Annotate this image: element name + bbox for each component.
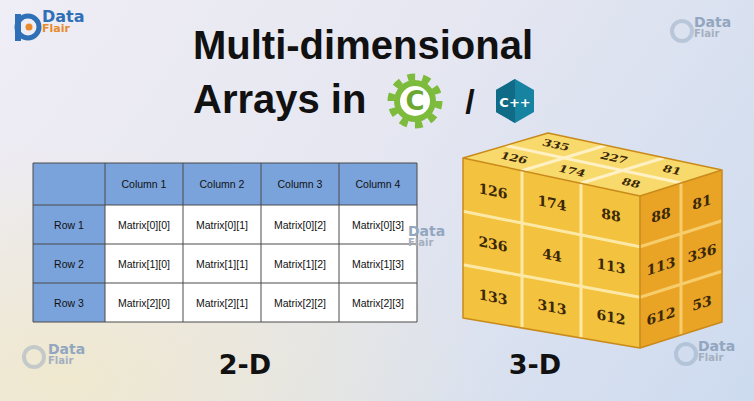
table-cell: Matrix[0][0] — [118, 219, 170, 231]
matrix-table — [33, 163, 417, 322]
cube-side-grid — [640, 183, 722, 335]
hexagon — [496, 79, 534, 123]
watermark: Data Flair — [408, 226, 445, 248]
table-cell: Matrix[1][3] — [352, 258, 404, 270]
header-column — [33, 205, 105, 322]
cube-value: 88 — [601, 205, 620, 225]
cube-top-grid — [506, 145, 682, 183]
page-title: Multi-dimensional Arrays in — [193, 18, 553, 126]
cube-value: 113 — [596, 255, 625, 277]
watermark-icon — [676, 344, 696, 364]
cube-edges — [463, 133, 722, 348]
cube-side — [640, 170, 722, 348]
table-cell: Matrix[0][1] — [196, 219, 248, 231]
cube — [463, 133, 722, 348]
column-header: Column 3 — [278, 178, 323, 190]
gear-hole — [400, 86, 430, 116]
row-header: Row 2 — [54, 258, 84, 270]
table-cell: Matrix[2][0] — [118, 297, 170, 309]
gear-body — [394, 80, 436, 122]
cube-value: 88 — [620, 176, 643, 190]
row-header: Row 3 — [54, 297, 84, 309]
cube-value: 335 — [540, 137, 572, 153]
cube-value: 113 — [646, 253, 675, 278]
table-cell: Matrix[2][1] — [196, 297, 248, 309]
column-header: Column 1 — [122, 178, 167, 190]
cube-front-grid — [463, 171, 640, 338]
table-cell: Matrix[2][2] — [274, 297, 326, 309]
watermark: Data Flair — [698, 341, 735, 363]
cpp-logo — [496, 79, 534, 123]
table-cell: Matrix[0][2] — [274, 219, 326, 231]
cube-value: 174 — [556, 163, 588, 179]
c-logo — [391, 77, 439, 125]
brand-logo-text: Data Flair — [42, 11, 85, 35]
gear-teeth — [391, 77, 439, 125]
cpp-logo-text: C++ — [499, 95, 530, 110]
cube-value: 81 — [692, 191, 711, 213]
cube-value: 236 — [478, 233, 507, 255]
brand-dot — [26, 24, 33, 31]
column-header: Column 2 — [200, 178, 245, 190]
cube-value: 336 — [687, 240, 716, 265]
cube-value: 313 — [537, 296, 566, 318]
cube-value: 88 — [651, 204, 670, 226]
cube-value: 612 — [646, 304, 675, 329]
brand-bar — [15, 14, 21, 41]
cube-value: 174 — [537, 192, 566, 214]
watermark-icon — [24, 347, 44, 367]
c-logo-letter: C — [405, 86, 424, 116]
cube-value: 612 — [596, 306, 625, 328]
watermark: Data Flair — [48, 344, 85, 366]
figure-label: 2-D — [219, 349, 271, 380]
cube-value: 81 — [661, 163, 684, 177]
cube-value: 126 — [498, 150, 530, 166]
figure-label: 3-D — [509, 349, 561, 380]
table-cell: Matrix[2][3] — [352, 297, 404, 309]
cube-value: 53 — [692, 292, 711, 314]
row-header: Row 1 — [54, 219, 84, 231]
watermark: Data Flair — [694, 17, 731, 39]
brand-icon — [15, 14, 39, 41]
table-cell: Matrix[0][3] — [352, 219, 404, 231]
watermark-icon — [672, 21, 692, 41]
table-cell: Matrix[1][2] — [274, 258, 326, 270]
cube-value: 126 — [478, 180, 507, 202]
column-header: Column 4 — [356, 178, 401, 190]
cube-value: 133 — [478, 285, 507, 307]
header-row — [33, 163, 417, 205]
cube-value: 44 — [542, 245, 561, 265]
table-cell: Matrix[1][1] — [196, 258, 248, 270]
watermark-icons — [24, 21, 696, 367]
table-cell: Matrix[1][0] — [118, 258, 170, 270]
cube-value: 227 — [598, 150, 630, 166]
separator: / — [465, 82, 474, 121]
table-grid — [33, 163, 417, 322]
